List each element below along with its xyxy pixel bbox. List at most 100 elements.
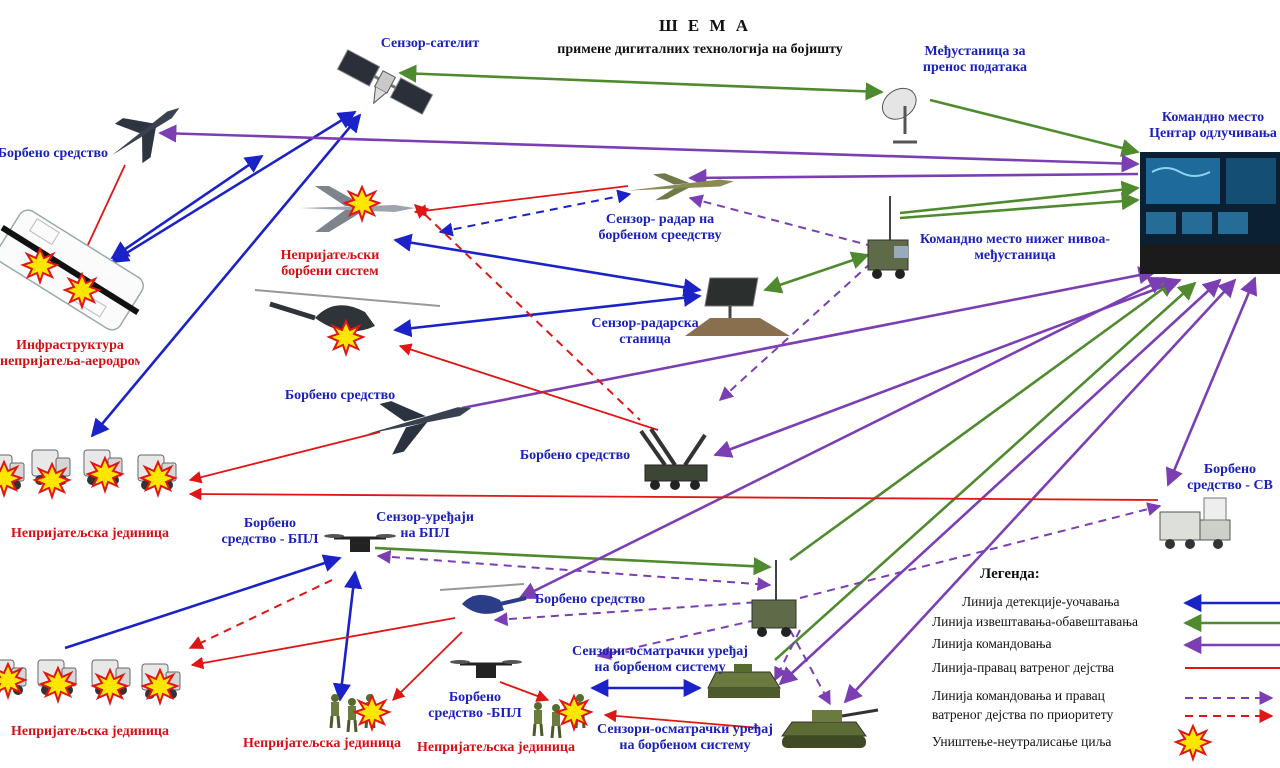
legend-label-fire: Линија-правац ватреног дејства — [932, 660, 1115, 675]
legend-label-command: Линија командовања — [932, 636, 1052, 651]
legend-label-reporting: Линија извештавања-обавештавања — [932, 614, 1138, 629]
fire-line — [190, 617, 456, 670]
recon-jet-icon — [628, 173, 734, 201]
legend-label-priority-fire: ватреног дејства по приоритету — [932, 707, 1114, 722]
fire-line — [413, 185, 629, 217]
command-line — [158, 124, 1140, 173]
priority-lines — [188, 189, 1162, 706]
command-line — [461, 266, 1157, 410]
legend-lines — [1183, 593, 1280, 723]
label-combat-asset-helicopter: Борбено средство — [534, 592, 646, 607]
diagram-title: Ш Е М А — [658, 16, 752, 35]
priority-fire-line — [413, 204, 641, 421]
label-lower-command-post: Командно место нижег нивоа-међустаница — [919, 232, 1111, 264]
diagram-subtitle: примене дигиталних технологија на бојишт… — [557, 42, 843, 57]
command-line — [688, 168, 1139, 187]
priority-command-line — [789, 629, 831, 706]
legend-label-detection: Линија детекције-уочавања — [962, 594, 1120, 609]
fighter-jet-icon — [112, 107, 180, 164]
detection-line — [110, 154, 264, 260]
detection-line — [332, 570, 363, 702]
reporting-line — [374, 546, 772, 576]
label-sensor-satellite: Сензор-сателит — [380, 36, 480, 51]
legend-label-explosion: Уништење-неутралисање циља — [932, 734, 1112, 749]
fire-line — [398, 343, 659, 431]
satellite-dish-icon — [881, 87, 917, 144]
satellite-icon — [336, 49, 434, 115]
fire-line — [392, 631, 463, 701]
bomber-icon — [366, 401, 472, 455]
reporting-line — [929, 98, 1140, 157]
explosion-icon — [328, 320, 364, 355]
label-enemy-unit-4: Непријатељска јединица — [417, 740, 575, 755]
reporting-line — [899, 192, 1140, 220]
explosion-icon — [64, 273, 100, 308]
apc-icon — [707, 664, 781, 698]
priority-command-line — [718, 261, 873, 401]
detection-line — [393, 233, 702, 297]
priority-command-line — [596, 617, 766, 661]
ew-truck-icon — [1159, 497, 1231, 549]
fire-line — [188, 487, 1159, 501]
explosion-icon — [92, 669, 128, 704]
priority-command-line — [774, 629, 801, 682]
radar-station-icon — [685, 277, 790, 336]
priority-command-line — [688, 194, 869, 246]
label-combat-asset-bomber: Борбено средство — [284, 388, 396, 403]
command-line — [843, 278, 1237, 704]
command-truck-icon — [867, 196, 909, 279]
priority-command-line — [438, 189, 632, 237]
explosion-icon — [40, 667, 76, 702]
explosion-icon — [354, 695, 390, 730]
label-combat-asset-jet: Борбено средство — [0, 146, 108, 161]
reporting-line — [763, 251, 870, 294]
uav-icon — [450, 660, 522, 678]
airfield-icon — [0, 209, 144, 331]
label-enemy-unit-1: Непријатељска јединица — [11, 526, 169, 541]
explosion-icon — [344, 186, 380, 221]
reporting-line — [398, 64, 884, 101]
explosion-icon — [22, 248, 58, 283]
legend-label-priority-command: Линија командовања и правац — [932, 688, 1105, 703]
command-line — [1165, 276, 1258, 487]
explosion-icon — [87, 457, 123, 492]
fire-line — [603, 709, 761, 729]
explosion-icon — [34, 463, 70, 498]
command-lines — [158, 124, 1258, 704]
priority-command-line — [493, 601, 761, 627]
helicopter-icon — [439, 583, 527, 614]
detection-line — [64, 554, 342, 650]
uav-icon — [324, 534, 396, 552]
priority-command-line — [799, 502, 1162, 599]
priority-command-line — [376, 549, 772, 592]
command-truck-icon — [751, 560, 797, 637]
tank-icon — [781, 708, 879, 748]
reporting-line — [899, 180, 1140, 215]
fire-line — [499, 681, 550, 702]
fire-line — [188, 431, 381, 484]
legend-title: Легенда: — [980, 566, 1040, 582]
control-room-icon — [1140, 152, 1280, 274]
aa-system-icon — [639, 427, 708, 490]
explosion-icon — [140, 461, 176, 496]
priority-fire-line — [188, 579, 333, 649]
label-enemy-unit-3: Непријатељска јединица — [243, 736, 401, 751]
label-enemy-unit-2: Непријатељска јединица — [11, 724, 169, 739]
label-combat-asset-aa: Борбено средство — [519, 448, 631, 463]
reporting-line — [789, 278, 1177, 562]
legend-explosion-icon — [1175, 725, 1211, 760]
fire-lines — [79, 164, 1159, 729]
